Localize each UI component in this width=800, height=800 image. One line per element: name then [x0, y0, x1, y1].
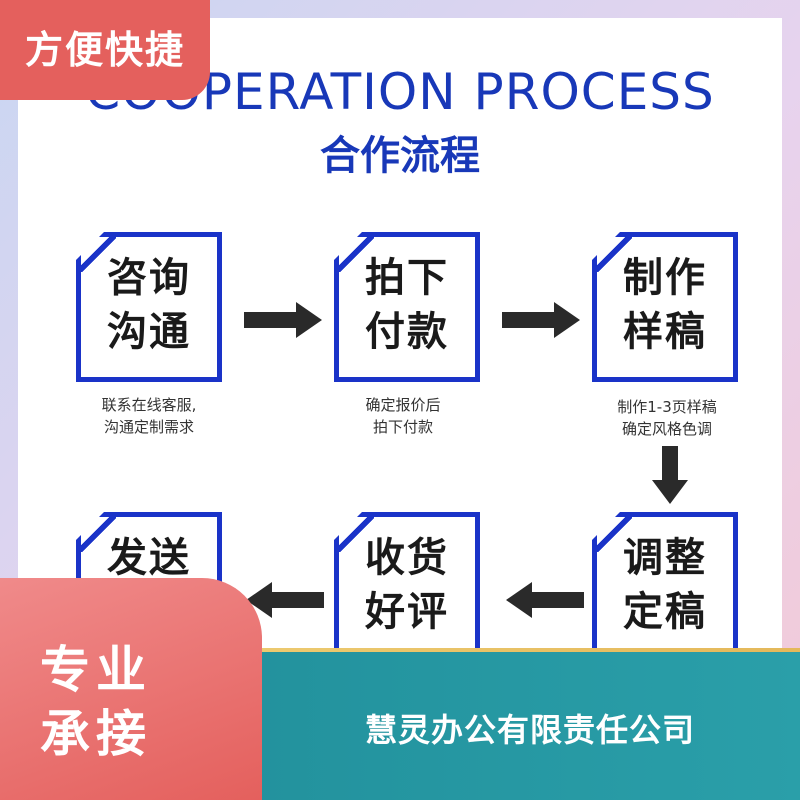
step-consult-caption-line1: 联系在线客服, [101, 396, 197, 414]
step-pay-line1: 拍下 [365, 255, 449, 301]
step-consult-label: 咨询 沟通 [81, 251, 217, 359]
step-review-line1: 收货 [365, 535, 449, 581]
step-pay-line2: 付款 [365, 309, 449, 355]
arrow-left-icon [506, 582, 584, 618]
arrow-right-icon [244, 302, 322, 338]
step-pay-caption: 确定报价后 拍下付款 [318, 394, 488, 438]
step-consult-line1: 咨询 [107, 255, 191, 301]
badge-bottom: 专业 承接 [0, 578, 262, 800]
step-adjust-label: 调整 定稿 [597, 531, 733, 639]
step-review-line2: 好评 [365, 589, 449, 635]
arrow-down-icon [652, 446, 688, 504]
badge-top: 方便快捷 [0, 0, 210, 100]
step-consult-caption-line2: 沟通定制需求 [103, 418, 194, 436]
title-cn: 合作流程 [320, 133, 480, 179]
step-sample-line2: 样稿 [623, 309, 707, 355]
step-sample-caption: 制作1-3页样稿 确定风格色调 [582, 396, 752, 440]
step-pay-caption-line1: 确定报价后 [365, 396, 441, 414]
arrow-right-icon [502, 302, 580, 338]
step-adjust-line1: 调整 [623, 535, 707, 581]
step-consult: 咨询 沟通 [76, 232, 222, 382]
step-sample-caption-line2: 确定风格色调 [621, 420, 712, 438]
company-name: 慧灵办公有限责任公司 [364, 711, 695, 749]
step-sample-label: 制作 样稿 [597, 251, 733, 359]
badge-bottom-line1: 专业 [40, 641, 152, 699]
step-pay-caption-line2: 拍下付款 [372, 418, 433, 436]
step-sample-line1: 制作 [623, 255, 707, 301]
step-adjust-line2: 定稿 [623, 589, 707, 635]
step-consult-line2: 沟通 [107, 309, 191, 355]
step-pay-label: 拍下 付款 [339, 251, 475, 359]
step-sample: 制作 样稿 [592, 232, 738, 382]
step-review: 收货 好评 [334, 512, 480, 662]
step-sample-caption-line1: 制作1-3页样稿 [617, 398, 717, 416]
step-adjust: 调整 定稿 [592, 512, 738, 662]
arrow-left-icon [246, 582, 324, 618]
step-send-line1: 发送 [107, 535, 191, 581]
badge-bottom-label: 专业 承接 [40, 638, 220, 766]
step-review-label: 收货 好评 [339, 531, 475, 639]
step-pay: 拍下 付款 [334, 232, 480, 382]
step-consult-caption: 联系在线客服, 沟通定制需求 [64, 394, 234, 438]
badge-bottom-line2: 承接 [40, 705, 152, 763]
